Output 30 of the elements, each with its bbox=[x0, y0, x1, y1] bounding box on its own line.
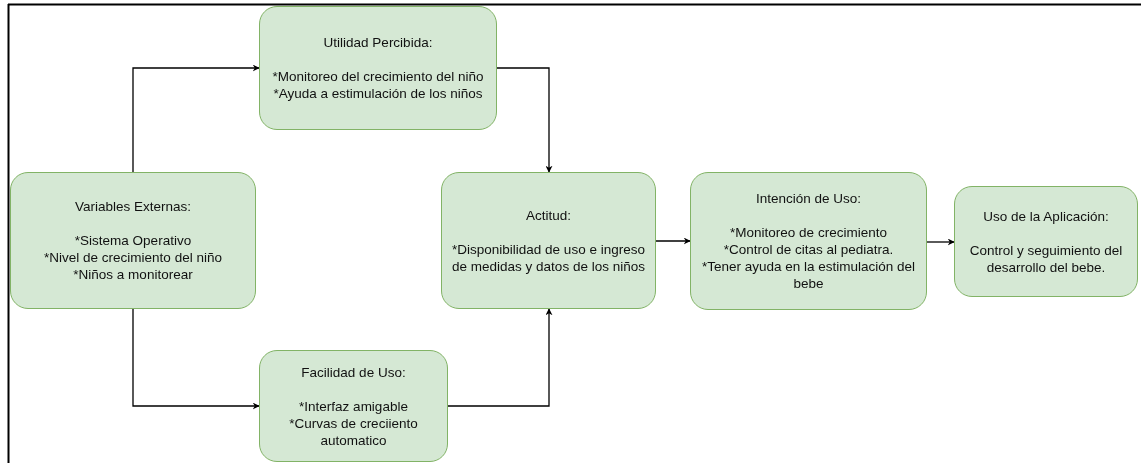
box-text: *Sistema Operativo bbox=[74, 232, 192, 249]
process-box bbox=[954, 186, 1138, 297]
arrow bbox=[496, 67, 553, 173]
box-text: *Nivel de crecimiento del niño bbox=[44, 249, 222, 266]
box-heading: Actitud: bbox=[526, 206, 571, 224]
box-text: *Control de citas al pediatra. bbox=[723, 241, 894, 258]
box-heading: Facilidad de Uso: bbox=[301, 363, 406, 381]
box-heading: Variables Externas: bbox=[74, 198, 192, 215]
box-text: *Disponibilidad de uso e ingreso de medidas y datos de los niños bbox=[451, 240, 646, 275]
box-text: *Tener ayuda en la estimulación del bebe bbox=[700, 258, 917, 292]
arrow bbox=[926, 238, 955, 246]
arrow bbox=[132, 64, 260, 173]
arrow bbox=[655, 237, 691, 245]
box-heading: Utilidad Percibida: bbox=[323, 34, 433, 51]
box-text: *Curvas de creciiento automatico bbox=[288, 414, 419, 449]
process-box bbox=[259, 350, 448, 462]
arrow bbox=[132, 308, 260, 410]
box-text: *Interfaz amigable bbox=[299, 397, 408, 415]
box-text: Control y seguimiento del desarrollo del bebe. bbox=[968, 241, 1124, 276]
box-text: *Ayuda a estimulación de los niños bbox=[273, 85, 483, 102]
process-box bbox=[690, 172, 927, 310]
process-box bbox=[10, 172, 256, 309]
box-text: *Niños a monitorear bbox=[73, 266, 193, 283]
box-text: *Monitoreo del crecimiento del niño bbox=[272, 68, 484, 85]
arrow bbox=[447, 308, 553, 407]
box-text: *Monitoreo de crecimiento bbox=[730, 224, 887, 241]
box-heading: Uso de la Aplicación: bbox=[983, 207, 1109, 225]
box-heading: Intención de Uso: bbox=[755, 190, 862, 207]
process-box bbox=[259, 6, 497, 130]
process-box bbox=[441, 172, 656, 309]
